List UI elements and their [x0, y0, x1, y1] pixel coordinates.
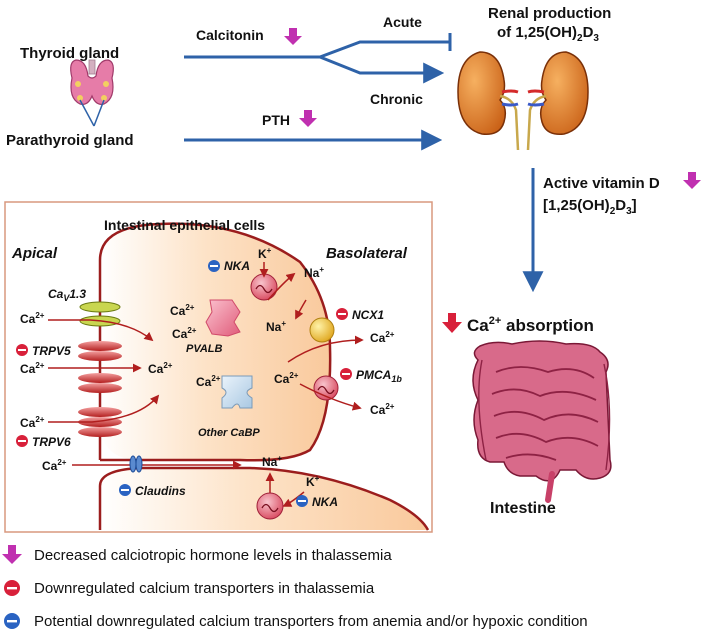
red-minus-badge-icon	[340, 368, 352, 380]
ca-apical-3: Ca2+	[20, 415, 45, 430]
basolateral-label: Basolateral	[326, 245, 408, 262]
ca-paracellular: Ca2+	[42, 458, 67, 473]
ca-apical-2: Ca2+	[20, 361, 45, 376]
na-flux-top	[267, 272, 296, 301]
claudins-label: Claudins	[135, 484, 186, 498]
nka-top-label: NKA	[224, 259, 250, 273]
na-bottom: Na+	[262, 454, 282, 469]
thyroid-label: Thyroid gland	[20, 45, 119, 62]
ca-apical-1: Ca2+	[20, 311, 45, 326]
ca-pmca-in: Ca2+	[274, 371, 299, 386]
trpv5-channel	[78, 341, 122, 393]
ca-flux-trpv6	[48, 394, 160, 423]
ncx1-exchanger	[309, 317, 335, 343]
kidney-icon	[457, 51, 520, 151]
calcitonin-label: Calcitonin	[196, 27, 264, 43]
active-vitamin-d-formula: [1,25(OH)2D3]	[543, 197, 637, 217]
pvalb-label: PVALB	[186, 343, 223, 355]
pvalb-protein	[205, 299, 241, 337]
other-cabp-label: Other CaBP	[198, 427, 260, 439]
cell-membrane	[98, 222, 332, 462]
ca-absorption-label: Ca2+ absorption	[467, 315, 594, 335]
parathyroid-pointer-right	[93, 99, 105, 127]
legend-item-purple: Decreased calciotropic hormone levels in…	[34, 547, 392, 564]
thyroid-icon	[70, 59, 114, 105]
chronic-arrow	[319, 55, 445, 84]
k-bottom: K+	[306, 474, 320, 489]
ca-pvalb-1: Ca2+	[170, 303, 195, 318]
nka-pump-top	[250, 273, 278, 301]
purple-down-arrow-icon	[2, 545, 22, 564]
ca-ncx-out: Ca2+	[370, 330, 395, 345]
red-minus-badge-icon	[16, 435, 28, 447]
blue-minus-badge-icon	[4, 613, 20, 629]
purple-down-arrow-icon	[284, 28, 302, 45]
legend-item-blue: Potential downregulated calcium transpor…	[34, 613, 588, 630]
trpv6-label: TRPV6	[32, 435, 71, 449]
nka-bottom-label: NKA	[312, 495, 338, 509]
renal-production-line2: of 1,25(OH)2D3	[497, 24, 599, 44]
kidney-icon	[526, 51, 589, 151]
blue-minus-badge-icon	[296, 495, 308, 507]
pth-label: PTH	[262, 112, 290, 128]
panel-title: Intestinal epithelial cells	[104, 217, 265, 233]
ca-flux-pmca	[299, 383, 362, 411]
claudin-junction	[129, 455, 143, 473]
blue-minus-badge-icon	[119, 484, 131, 496]
purple-down-arrow-icon	[299, 110, 317, 127]
parathyroid-label: Parathyroid gland	[6, 132, 134, 149]
red-minus-badge-icon	[336, 308, 348, 320]
trpv5-label: TRPV5	[32, 344, 71, 358]
red-minus-badge-icon	[4, 580, 20, 596]
blue-minus-badge-icon	[208, 260, 220, 272]
k-top: K+	[258, 246, 272, 261]
intestine-icon	[472, 340, 612, 503]
legend-item-red: Downregulated calcium transporters in th…	[34, 580, 375, 597]
trpv6-channel	[78, 407, 122, 437]
chronic-label: Chronic	[370, 91, 423, 107]
ca-cabp: Ca2+	[196, 374, 221, 389]
ca-cytosol: Ca2+	[148, 361, 173, 376]
parathyroid-pointer-left	[79, 99, 95, 127]
acute-inhibition-line	[184, 40, 450, 59]
red-minus-badge-icon	[16, 344, 28, 356]
nka-pump-bottom	[256, 492, 284, 520]
na-ncx: Na+	[266, 319, 286, 334]
ca-flux-ncx	[287, 335, 364, 363]
ncx1-label: NCX1	[352, 308, 384, 322]
na-flux-ncx	[295, 299, 307, 320]
purple-down-arrow-icon	[683, 172, 701, 189]
lower-cell-membrane	[98, 466, 430, 531]
apical-label: Apical	[11, 245, 58, 262]
ca-flux-cav	[48, 319, 154, 342]
pmca1b-label: PMCA1b	[356, 368, 402, 384]
ca-pvalb-2: Ca2+	[172, 326, 197, 341]
cav13-label: CaV1.3	[48, 287, 86, 303]
intestine-label: Intestine	[490, 500, 556, 517]
ca-pmca-out: Ca2+	[370, 402, 395, 417]
k-flux-bottom	[282, 491, 305, 507]
acute-label: Acute	[383, 14, 422, 30]
renal-production-line1: Renal production	[488, 5, 611, 22]
na-top: Na+	[304, 265, 324, 280]
red-down-arrow-icon	[442, 313, 462, 333]
other-cabp-protein	[221, 375, 253, 409]
active-vitamin-d-label: Active vitamin D	[543, 175, 660, 192]
